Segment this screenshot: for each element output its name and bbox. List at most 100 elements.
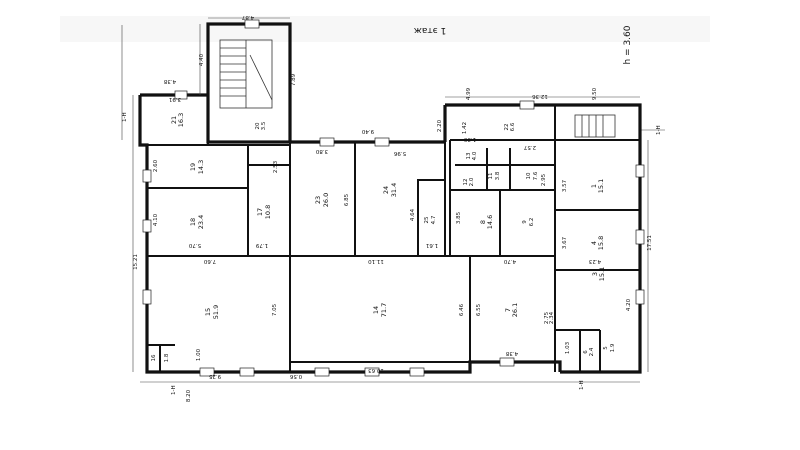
dim-label: 9.40 <box>361 128 374 134</box>
room-4-number: 4 <box>590 241 598 245</box>
dim-label: 3.57 <box>562 179 568 192</box>
dim-label: 2.60 <box>153 159 159 172</box>
dim-label: 2.57 <box>523 144 536 150</box>
room-5-area: 1.9 <box>610 343 616 352</box>
dim-label: 2.53 <box>273 160 279 173</box>
dim-label: 10.63 <box>368 367 384 373</box>
dim-label: 4.20 <box>626 298 632 311</box>
dim-label: 3.80 <box>315 148 328 154</box>
room-23-area: 26.0 <box>322 193 330 207</box>
dim-label: 1.61 <box>426 242 438 248</box>
room-24-area: 31.4 <box>390 183 398 197</box>
room-16-area: 1.8 <box>164 353 170 362</box>
dim-label: 6.55 <box>476 303 482 316</box>
room-13-number: 13 <box>466 152 472 159</box>
room-11-number: 11 <box>488 173 494 180</box>
room-22-number: 22 <box>504 124 510 131</box>
room-14-area: 71.7 <box>380 303 388 317</box>
inner-walls <box>147 95 640 372</box>
dimension-labels: 4.87 4.40 4.38 3.91 7.89 9.40 3.80 5.96 … <box>133 14 653 402</box>
staircase-right <box>574 114 616 138</box>
dim-label: 4.70 <box>503 258 516 264</box>
room-10-number: 10 <box>526 172 532 179</box>
dim-label: 5.96 <box>393 150 406 156</box>
floor-label: 1 этаж <box>414 25 446 35</box>
section-mark-bottom-left: 1-H <box>171 385 177 395</box>
room-18-number: 18 <box>189 218 197 226</box>
section-marks: 1-H 1-H 1-H 1-H <box>121 25 665 395</box>
dim-label: 7.60 <box>203 258 216 264</box>
dim-label: 9.25 <box>208 373 221 379</box>
dim-label: 2.20 <box>437 119 443 132</box>
section-mark-top-left: 1-H <box>122 112 128 122</box>
room-3-number: 3 <box>591 272 599 276</box>
dim-label: 8.20 <box>186 389 192 402</box>
room-6-area: 2.4 <box>589 347 595 356</box>
room-25-number: 25 <box>424 216 430 223</box>
room-14-number: 14 <box>372 306 380 314</box>
dim-label: 6.85 <box>344 193 350 206</box>
room-23-number: 23 <box>314 196 322 204</box>
room-18-area: 23.4 <box>197 215 205 229</box>
dim-label: 0.56 <box>289 373 302 379</box>
room-1-number: 1 <box>590 184 598 188</box>
room-labels: 1 15.1 4 15.8 3 15.1 5 1.9 6 2.4 7 26.1 … <box>151 113 616 363</box>
room-19-area: 14.3 <box>197 160 205 174</box>
dim-label: 3.91 <box>169 96 181 102</box>
dim-label: 6.46 <box>459 303 465 316</box>
windows <box>142 19 645 377</box>
dim-label: 4.10 <box>153 213 159 226</box>
dim-label: 4.87 <box>241 14 254 20</box>
room-12-number: 12 <box>463 179 469 186</box>
room-4-area: 15.8 <box>597 236 605 250</box>
room-1-area: 15.1 <box>597 179 605 193</box>
room-16-number: 16 <box>151 354 157 361</box>
dim-label: 4.64 <box>410 208 416 221</box>
room-21-area: 16.3 <box>177 113 185 127</box>
room-7-area: 26.1 <box>511 303 519 317</box>
room-15-area: 51.9 <box>212 305 220 319</box>
dim-label: 3.85 <box>456 211 462 224</box>
dim-label: 4.23 <box>588 258 601 264</box>
room-7-number: 7 <box>504 308 512 312</box>
dim-label: 2.95 <box>541 173 547 186</box>
dim-label: 4.38 <box>163 78 176 84</box>
room-6-number: 6 <box>583 350 589 354</box>
dim-label: 1.30 <box>463 136 476 142</box>
room-25-area: 4.7 <box>431 215 437 224</box>
dim-label: 4.40 <box>199 53 205 66</box>
dim-label: 4.38 <box>505 350 518 356</box>
dim-label: 1.03 <box>565 341 571 354</box>
room-20-number: 20 <box>255 122 261 129</box>
room-15-number: 15 <box>204 308 212 316</box>
section-mark-bottom-right: 1-H <box>579 380 585 390</box>
dim-label: 1.42 <box>462 122 468 134</box>
dim-label: 2.34 <box>549 311 555 324</box>
room-11-area: 3.8 <box>495 171 501 180</box>
room-17-area: 10.8 <box>264 205 272 219</box>
staircase-main <box>219 39 273 109</box>
room-12-area: 2.0 <box>469 177 475 186</box>
room-24-number: 24 <box>382 186 390 194</box>
section-mark-right: 1-H <box>656 125 662 135</box>
room-3-area: 15.1 <box>598 267 606 281</box>
dim-label: 4.99 <box>466 87 472 100</box>
dim-label: 11.10 <box>368 258 384 264</box>
room-5-number: 5 <box>603 346 609 350</box>
dim-label: 1.00 <box>196 348 202 361</box>
dimension-lines <box>132 17 649 383</box>
dim-label: 9.50 <box>592 87 598 100</box>
dim-label: 17.51 <box>647 235 653 251</box>
room-8-number: 8 <box>479 220 487 224</box>
room-10-area: 7.6 <box>533 171 539 180</box>
dim-label: 2.75 <box>544 311 550 324</box>
header-strip <box>60 16 710 42</box>
room-17-number: 17 <box>256 208 264 216</box>
room-22-area: 6.6 <box>510 122 516 131</box>
dim-label: 3.67 <box>562 236 568 249</box>
room-9-area: 6.2 <box>529 218 535 227</box>
dim-label: 7.89 <box>291 73 297 86</box>
room-20-area: 3.5 <box>261 121 267 130</box>
room-9-number: 9 <box>522 220 528 224</box>
